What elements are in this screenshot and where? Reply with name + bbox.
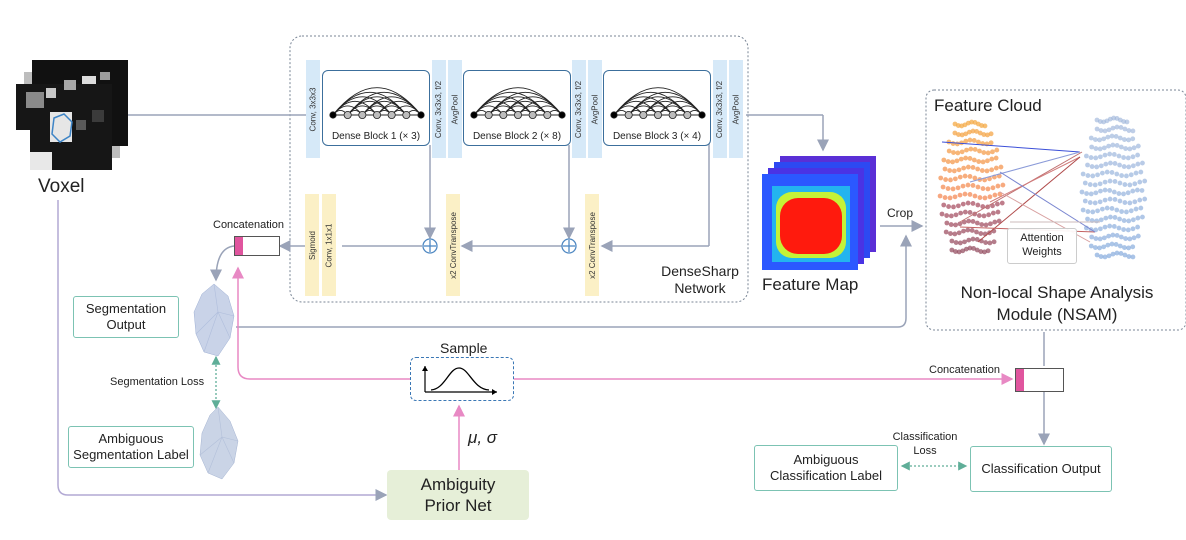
attention-weights-box: Attention Weights: [1007, 228, 1077, 264]
sigmoid-layer: Sigmoid: [305, 194, 319, 296]
dense-connections-graphic: [329, 87, 425, 120]
ambiguity-prior-net-box: Ambiguity Prior Net: [387, 470, 529, 520]
dense-connections-graphic: [470, 87, 566, 120]
transition-conv-3: Conv, 3x3x3, f/2: [713, 60, 727, 158]
sample-box: [410, 357, 514, 401]
concatenation-left-label: Concatenation: [213, 219, 284, 231]
dense-connections-graphic: [610, 87, 706, 120]
avgpool-1: AvgPool: [448, 60, 462, 158]
segmentation-loss-label: Segmentation Loss: [110, 376, 205, 388]
feature-cloud-label: Feature Cloud: [934, 96, 1042, 115]
mu-sigma-label: μ, σ: [468, 428, 498, 447]
dense-block-3: Dense Block 3 (× 4): [603, 70, 711, 146]
classification-loss-label: Classification Loss: [892, 431, 958, 457]
distribution-curve-icon: [422, 366, 497, 395]
concatenation-left-block: [234, 236, 280, 256]
classification-output-box: Classification Output: [970, 446, 1112, 492]
segmentation-output-box: Segmentation Output: [73, 296, 179, 338]
dense-block-1: Dense Block 1 (× 3): [322, 70, 430, 146]
avgpool-3: AvgPool: [729, 60, 743, 158]
concatenation-right-block: [1015, 368, 1064, 392]
conv-3x3x3-layer: Conv, 3x3x3: [306, 60, 320, 158]
segmentation-output-shape: [193, 283, 235, 357]
conv-transpose-1: x2 ConvTranspose: [446, 194, 460, 296]
conv-1x1x1-layer: Conv, 1x1x1: [322, 194, 336, 296]
transition-conv-1: Conv, 3x3x3, f/2: [432, 60, 446, 158]
densesharp-container: [289, 35, 749, 303]
dense-block-2-label: Dense Block 2 (× 8): [472, 131, 562, 142]
ambiguous-segmentation-label-box: Ambiguous Segmentation Label: [68, 426, 194, 468]
voxel-image: [16, 60, 128, 170]
nsam-label: Non-local Shape Analysis Module (NSAM): [960, 283, 1154, 324]
conv-transpose-2: x2 ConvTranspose: [585, 194, 599, 296]
crop-label: Crop: [887, 206, 914, 220]
avgpool-2: AvgPool: [588, 60, 602, 158]
transition-conv-2: Conv, 3x3x3, f/2: [572, 60, 586, 158]
concatenation-right-label: Concatenation: [929, 364, 1000, 376]
nsam-container: [925, 89, 1186, 331]
dense-block-3-label: Dense Block 3 (× 4): [612, 131, 702, 142]
dense-block-2: Dense Block 2 (× 8): [463, 70, 571, 146]
ambiguous-classification-label-box: Ambiguous Classification Label: [754, 445, 898, 491]
feature-map-label: Feature Map: [762, 275, 859, 294]
voxel-label: Voxel: [38, 176, 85, 197]
feature-map-image: [762, 156, 876, 270]
densesharp-network-label: DenseSharp Network: [661, 263, 739, 296]
dense-block-1-label: Dense Block 1 (× 3): [331, 131, 421, 142]
ambiguous-segmentation-shape: [199, 406, 239, 480]
sample-label: Sample: [440, 340, 488, 356]
